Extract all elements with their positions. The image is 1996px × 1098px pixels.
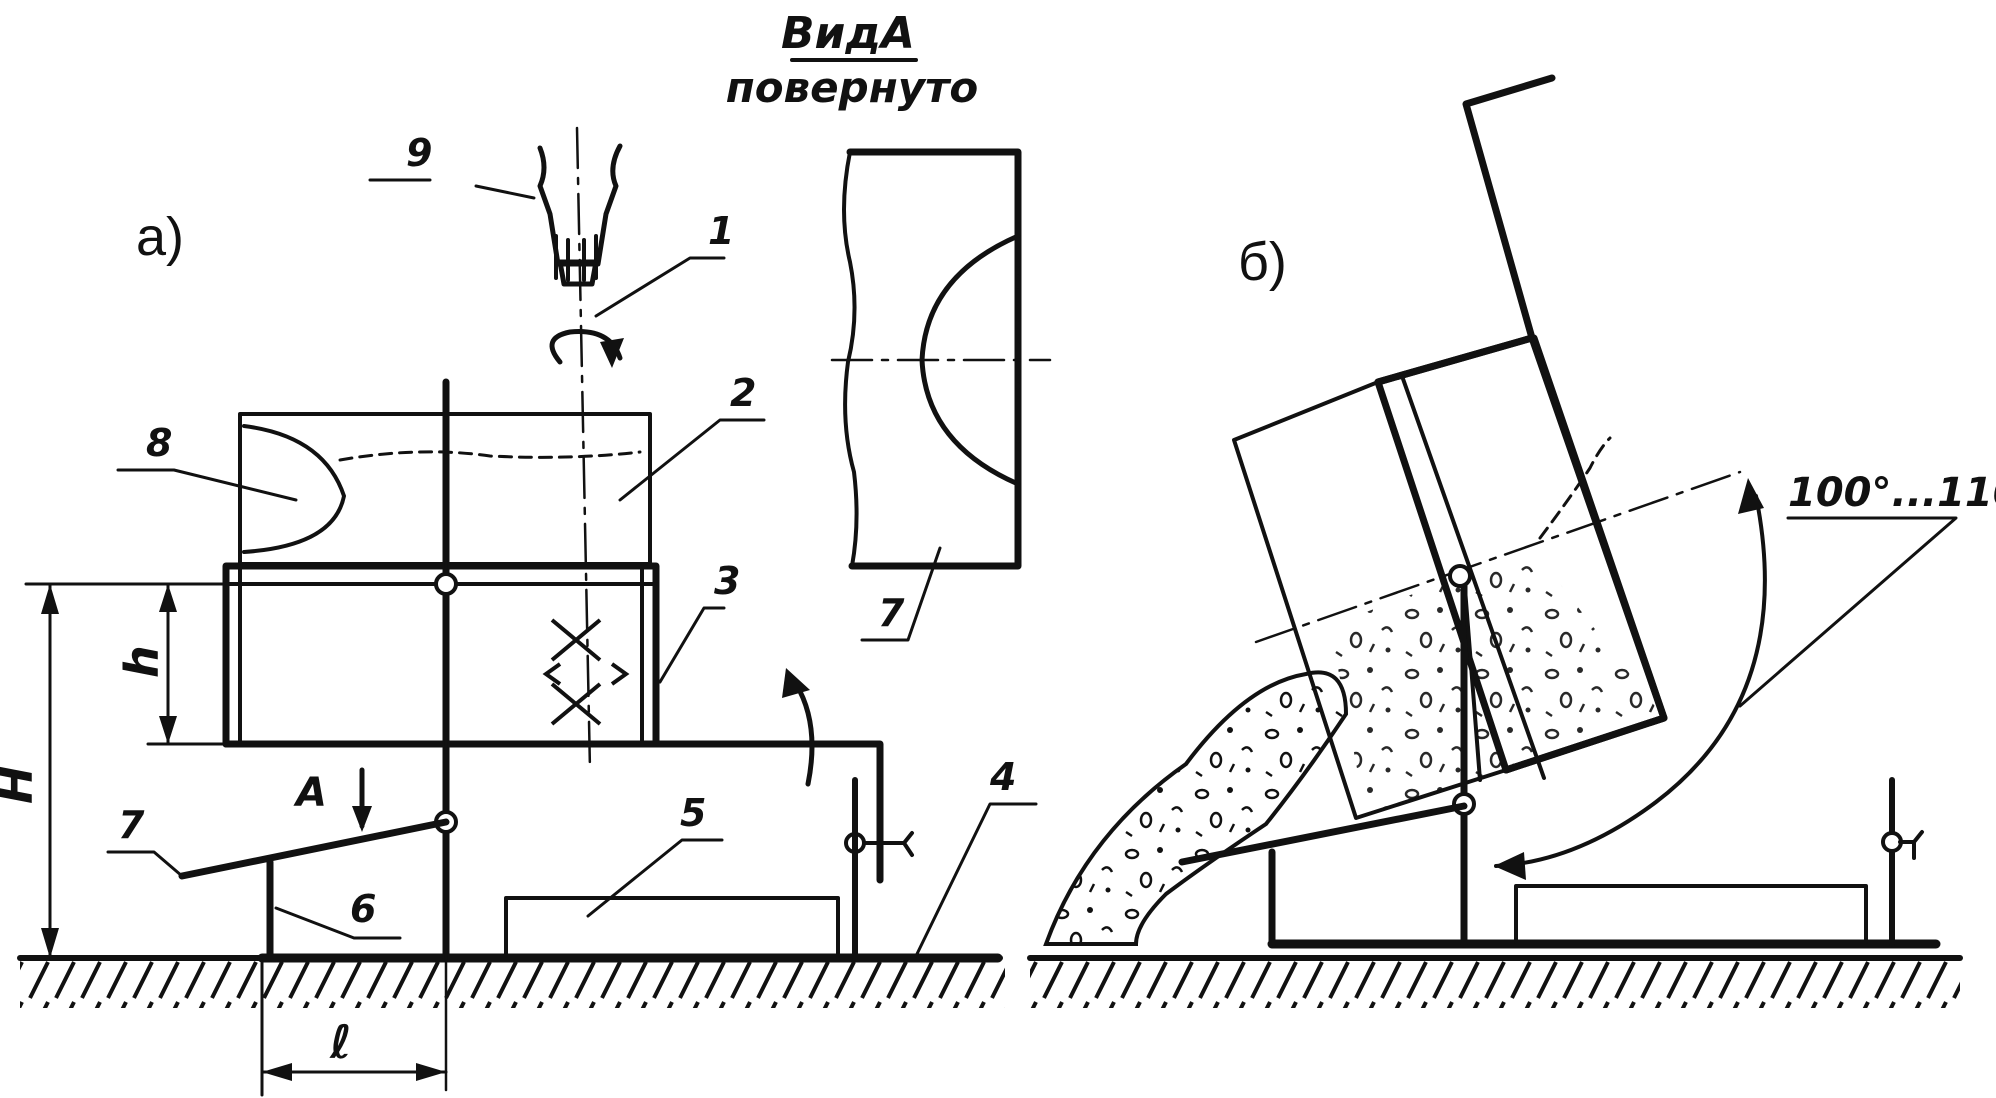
hinge-top-b bbox=[1448, 564, 1472, 588]
dim-l-label: ℓ bbox=[329, 1015, 352, 1069]
tilt-arrow-head bbox=[782, 668, 810, 698]
leader-lines-a bbox=[106, 178, 1038, 958]
concrete-in-mold bbox=[1330, 548, 1664, 816]
panel-b-label: б) bbox=[1238, 232, 1287, 292]
callout-6: 6 bbox=[350, 887, 376, 931]
vibration-platform-5 bbox=[504, 896, 840, 958]
callout-9: 9 bbox=[406, 131, 432, 175]
panel-b: б) bbox=[1027, 74, 1996, 1008]
spacer-marks bbox=[542, 618, 630, 726]
callout-5: 5 bbox=[680, 791, 706, 835]
tilted-mold bbox=[1232, 74, 1668, 820]
callout-7-view: 7 bbox=[878, 591, 905, 635]
hinge-top-a bbox=[434, 572, 458, 596]
ground-a bbox=[17, 953, 1005, 1008]
vibration-platform-b bbox=[1514, 884, 1868, 944]
callout-8: 8 bbox=[146, 421, 172, 465]
angle-arc-head-top bbox=[1738, 478, 1764, 514]
panel-a-label: а) bbox=[136, 207, 184, 267]
angle-arc bbox=[1494, 494, 1767, 868]
tilt-arrow bbox=[793, 681, 815, 787]
view-a: ВидА повернуто 7 bbox=[726, 8, 1052, 642]
rotation-arrow-head bbox=[600, 338, 624, 368]
concrete-surface-b bbox=[1538, 436, 1612, 540]
callout-2: 2 bbox=[730, 371, 756, 415]
lever-b bbox=[1178, 802, 1468, 866]
rod-brace-b bbox=[1462, 574, 1482, 782]
angle-arc-head-bottom bbox=[1494, 852, 1526, 880]
callout-3: 3 bbox=[714, 559, 740, 603]
view-arrow-head bbox=[352, 806, 372, 832]
view-arrow-label: A bbox=[293, 770, 327, 816]
axis-line bbox=[575, 126, 592, 772]
vibrator-drill bbox=[537, 143, 623, 287]
clamp-a bbox=[864, 831, 914, 857]
clamp-b bbox=[1898, 830, 1924, 860]
lever-7 bbox=[178, 818, 450, 880]
callout-7-a: 7 bbox=[118, 803, 145, 847]
view-a-break-line bbox=[842, 150, 859, 568]
dim-H-label: H bbox=[0, 766, 43, 805]
ground-b bbox=[1027, 939, 1963, 1008]
callout-1: 1 bbox=[708, 209, 734, 253]
dim-h-label: h bbox=[115, 645, 169, 678]
view-a-title: ВидА bbox=[781, 8, 915, 59]
concrete-level-line bbox=[338, 450, 642, 462]
panel-a: а) bbox=[0, 126, 1038, 1097]
view-a-leader-7 bbox=[860, 546, 942, 642]
callout-4: 4 bbox=[989, 755, 1016, 799]
discharged-concrete bbox=[1043, 670, 1349, 946]
axis-line-b bbox=[1254, 470, 1742, 644]
concrete-sample bbox=[242, 424, 346, 554]
angle-label: 100°...110° bbox=[1788, 470, 1996, 516]
angle-leader bbox=[1738, 516, 1958, 708]
view-a-subtitle: повернуто bbox=[726, 63, 979, 112]
